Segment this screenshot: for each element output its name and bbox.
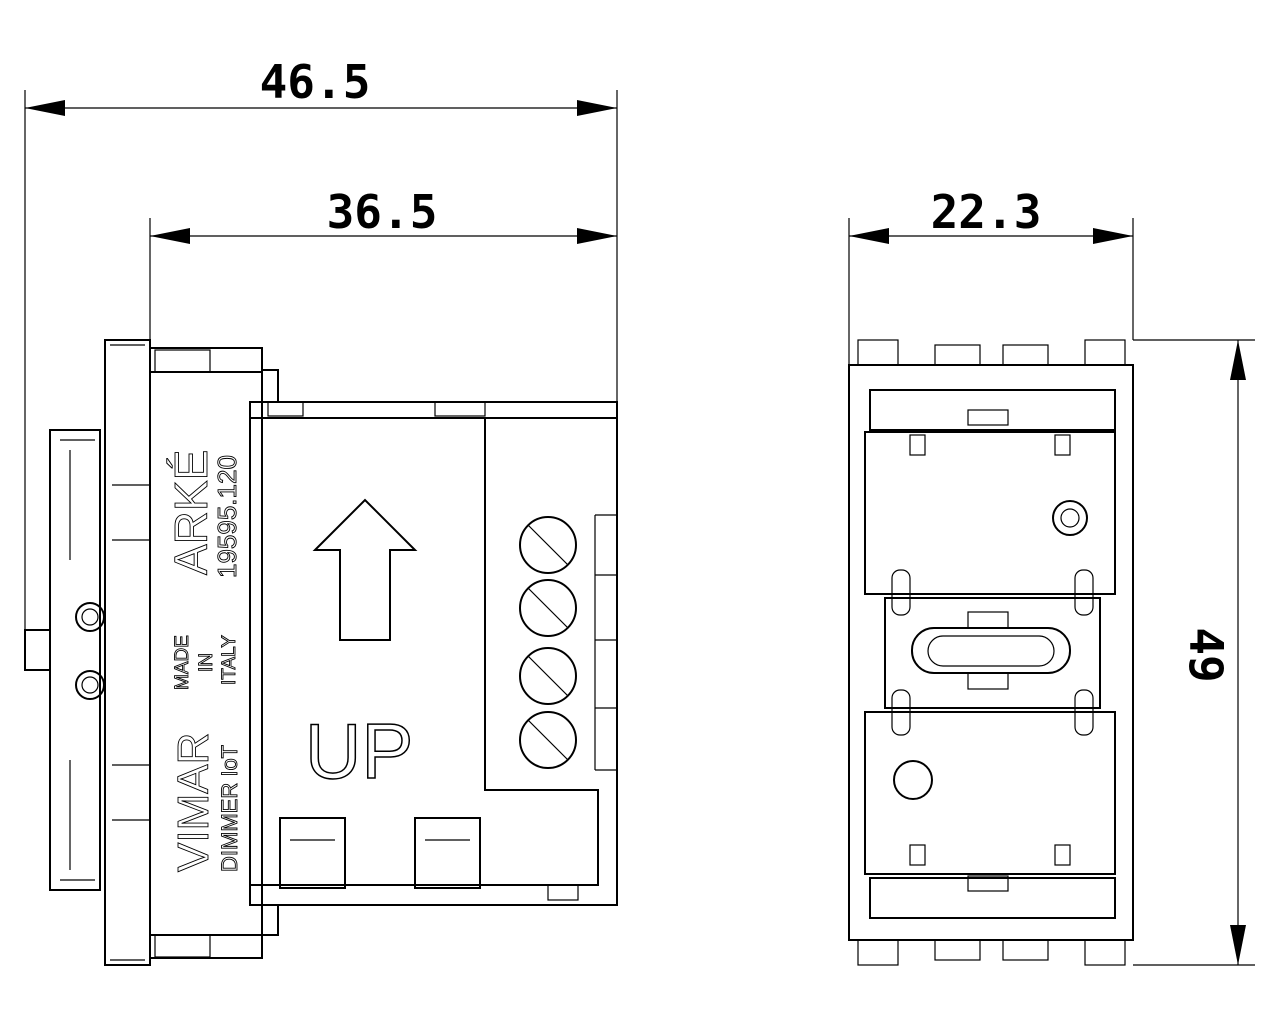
made-in-line-1: MADE	[172, 635, 193, 690]
made-in-line-3: ITALY	[219, 635, 240, 685]
dimension-label-body-depth: 36.5	[327, 185, 438, 239]
orientation-label: UP	[305, 707, 413, 795]
dimension-width: 22.3	[848, 185, 1134, 365]
product-name: DIMMER IoT	[217, 745, 242, 872]
dimension-overall-depth: 46.5	[24, 55, 618, 640]
front-view	[848, 339, 1134, 966]
side-view: UP ARKÉ 19595.120 MADE IN ITALY VIMAR DI…	[24, 339, 618, 966]
dimension-body-depth: 36.5	[149, 185, 617, 340]
series-logo: ARKÉ	[165, 450, 217, 575]
made-in-line-2: IN	[196, 653, 217, 672]
brand-logo: VIMAR	[169, 733, 218, 872]
dimension-label-width: 22.3	[931, 185, 1042, 239]
dimension-label-height: 49	[1179, 627, 1233, 682]
up-arrow-icon	[312, 498, 418, 641]
product-code: 19595.120	[212, 455, 242, 578]
terminal-screws	[519, 514, 617, 771]
dimension-height: 49	[1133, 339, 1255, 966]
dimension-label-overall-depth: 46.5	[260, 55, 371, 109]
